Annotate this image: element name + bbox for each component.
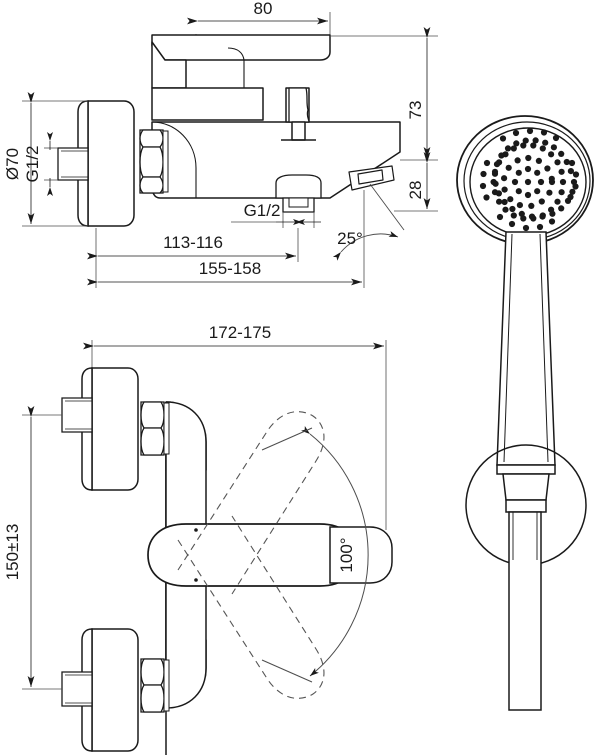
- mixer-body-side: [151, 34, 401, 199]
- dimension-label-172-175: 172-175: [209, 323, 271, 342]
- lever-arm-extension: [329, 526, 393, 584]
- wall-escutcheon-front-top: [61, 367, 139, 491]
- union-nut-side: [139, 129, 169, 194]
- wall-escutcheon-side: [57, 100, 135, 227]
- dimension-diameter-70: [22, 92, 88, 227]
- dimension-label-inlet-g12: G1/2: [23, 146, 42, 183]
- lever-handle-front: [147, 523, 359, 587]
- dimension-outlet-g12: [231, 212, 321, 228]
- hand-shower-hose-connector: [508, 511, 542, 711]
- dimension-73: [330, 27, 438, 161]
- shower-spray-nozzles: [479, 127, 580, 232]
- dimension-25-degrees: [332, 183, 405, 261]
- hose-outlet-side: [275, 174, 322, 213]
- wall-escutcheon-front-bottom: [61, 628, 139, 752]
- union-nut-front-bottom: [140, 658, 170, 713]
- hand-shower-handle: [496, 231, 556, 513]
- side-view-group: 80: [3, 0, 438, 288]
- dimension-label-73: 73: [406, 101, 425, 120]
- front-view-group: 172-175: [3, 323, 393, 755]
- dimension-label-diameter-70: Ø70: [3, 148, 22, 180]
- dimension-label-113-116: 113-116: [163, 233, 223, 252]
- dimension-113-116: [87, 228, 299, 262]
- lever-pivot-dot-bottom: [194, 578, 198, 582]
- dimension-label-80: 80: [254, 0, 273, 18]
- dimension-label-25-degrees: 25°: [337, 229, 363, 248]
- dimension-label-100-degrees: 100°: [337, 537, 356, 572]
- dimension-label-28: 28: [406, 181, 425, 200]
- dimension-label-outlet-g12: G1/2: [244, 201, 281, 220]
- dimension-150-plusminus-13: [22, 406, 62, 690]
- hand-shower-group: [456, 115, 594, 711]
- dimension-label-150-plusminus-13: 150±13: [3, 524, 22, 581]
- dimension-28: [394, 152, 438, 212]
- dimension-100-degrees: [261, 426, 369, 683]
- dimension-inlet-g12: [44, 132, 58, 196]
- union-nut-front-top: [140, 401, 170, 456]
- dimension-label-155-158: 155-158: [199, 259, 261, 278]
- lever-ghost-positions: [177, 411, 325, 699]
- lever-pivot-dot-top: [194, 528, 198, 532]
